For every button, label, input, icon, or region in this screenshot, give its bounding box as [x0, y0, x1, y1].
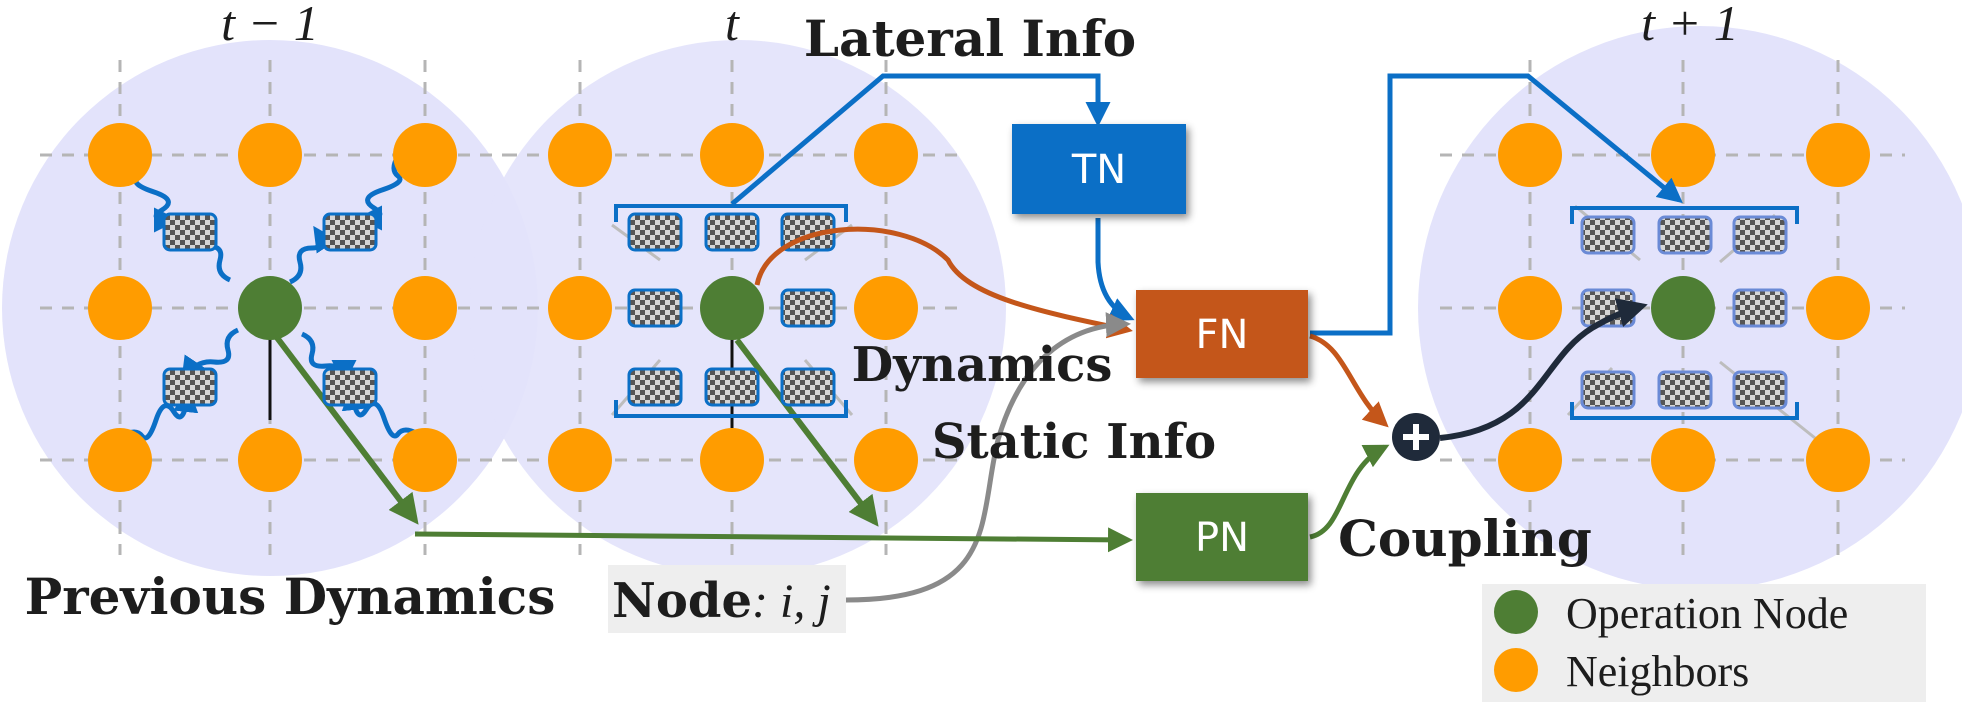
neighbor-node [1806, 276, 1870, 340]
feature-cell [162, 367, 218, 407]
operation-node [238, 276, 302, 340]
tn-block: TN [1012, 124, 1186, 214]
neighbor-node [854, 428, 918, 492]
neighbor-node [88, 428, 152, 492]
feature-cell [780, 367, 836, 407]
nodes-prev [88, 123, 457, 492]
pn-block: PN [1136, 493, 1308, 581]
legend-swatch [1494, 648, 1538, 692]
operation-node [1651, 276, 1715, 340]
feature-cells-curr [627, 212, 836, 407]
dynamics-arrow [754, 226, 1133, 339]
tn-label: TN [1071, 147, 1126, 193]
feature-cell [1732, 215, 1788, 255]
legend-label: Operation Node [1566, 589, 1848, 638]
svg-text:Node: i, j: Node: i, j [612, 573, 831, 629]
neighbor-node [548, 428, 612, 492]
wavy-arrow-icon [288, 225, 338, 285]
lateral-info-label: Lateral Info [804, 9, 1136, 68]
feature-cell [322, 212, 378, 252]
lateral-info-arrow [730, 73, 1111, 206]
neighbor-node [1498, 123, 1562, 187]
feature-cell [627, 212, 683, 252]
feature-cell [780, 288, 836, 328]
fn-label: FN [1196, 312, 1249, 358]
legend-label: Neighbors [1566, 647, 1749, 696]
neighbor-node [1806, 123, 1870, 187]
neighbor-node [88, 276, 152, 340]
neighbor-node [1651, 123, 1715, 187]
neighbor-node [1498, 428, 1562, 492]
feature-cell [1580, 370, 1636, 410]
nodes-next [1498, 123, 1870, 492]
fn-to-next-arrow [1310, 73, 1683, 336]
neighbor-node [88, 123, 152, 187]
feature-cell [1732, 370, 1788, 410]
neighbor-node [393, 276, 457, 340]
neighbor-node [854, 123, 918, 187]
nodes-curr [548, 123, 918, 492]
node-label-vars: : i, j [752, 575, 831, 628]
time-label-next: t + 1 [1641, 0, 1739, 51]
bracket-next-bottom [1570, 402, 1799, 420]
dynamics-label: Dynamics [852, 337, 1113, 393]
feature-cell [704, 367, 760, 407]
neighbor-node [700, 428, 764, 492]
wavy-arrow-icon [181, 327, 240, 383]
prev-dynamics-arrow-a [272, 333, 419, 525]
neighbor-node [238, 428, 302, 492]
feature-cell [1657, 370, 1713, 410]
static-info-arrow [845, 312, 1131, 603]
neighbor-node [548, 123, 612, 187]
time-label-prev: t − 1 [221, 0, 319, 51]
bracket-curr-top [614, 204, 848, 222]
bracket-curr-bottom [614, 400, 848, 418]
pn-label: PN [1195, 515, 1249, 561]
feature-cell [1657, 215, 1713, 255]
feature-cell [627, 367, 683, 407]
prev-dynamics-arrow-b [734, 338, 879, 527]
coupling-plus-icon [1392, 413, 1440, 461]
feature-cell [1732, 288, 1788, 328]
fn-to-coupling-arrow [1309, 333, 1389, 428]
neighbor-node [1498, 276, 1562, 340]
neighbor-node [548, 276, 612, 340]
node-label-bold: Node [612, 573, 752, 629]
previous-dynamics-label: Previous Dynamics [25, 567, 556, 626]
feature-cell [704, 212, 760, 252]
neighbor-node [1806, 428, 1870, 492]
coupling-label: Coupling [1338, 509, 1592, 568]
neighbor-node [238, 123, 302, 187]
feature-cell [1580, 215, 1636, 255]
feature-cell [627, 288, 683, 328]
time-label-curr: t [725, 0, 740, 51]
feature-cells-next [1580, 215, 1788, 410]
fn-block: FN [1136, 290, 1308, 378]
bracket-next-top [1570, 206, 1799, 224]
node-label: Node: i, j [608, 565, 846, 633]
legend-swatch [1494, 590, 1538, 634]
neighbor-node [393, 123, 457, 187]
feature-cell [162, 212, 218, 252]
feature-cell [322, 367, 378, 407]
neighbor-node [393, 428, 457, 492]
neighbor-node [1651, 428, 1715, 492]
feature-cells-prev [162, 212, 378, 407]
static-info-label: Static Info [932, 414, 1216, 470]
to-pn-arrow [414, 527, 1133, 553]
neighbor-node [700, 123, 764, 187]
operation-node [700, 276, 764, 340]
neighbor-node [854, 276, 918, 340]
tn-to-fn-arrow [1095, 218, 1135, 321]
coupling-arrow [1439, 298, 1648, 441]
pn-to-coupling-arrow [1309, 444, 1390, 540]
